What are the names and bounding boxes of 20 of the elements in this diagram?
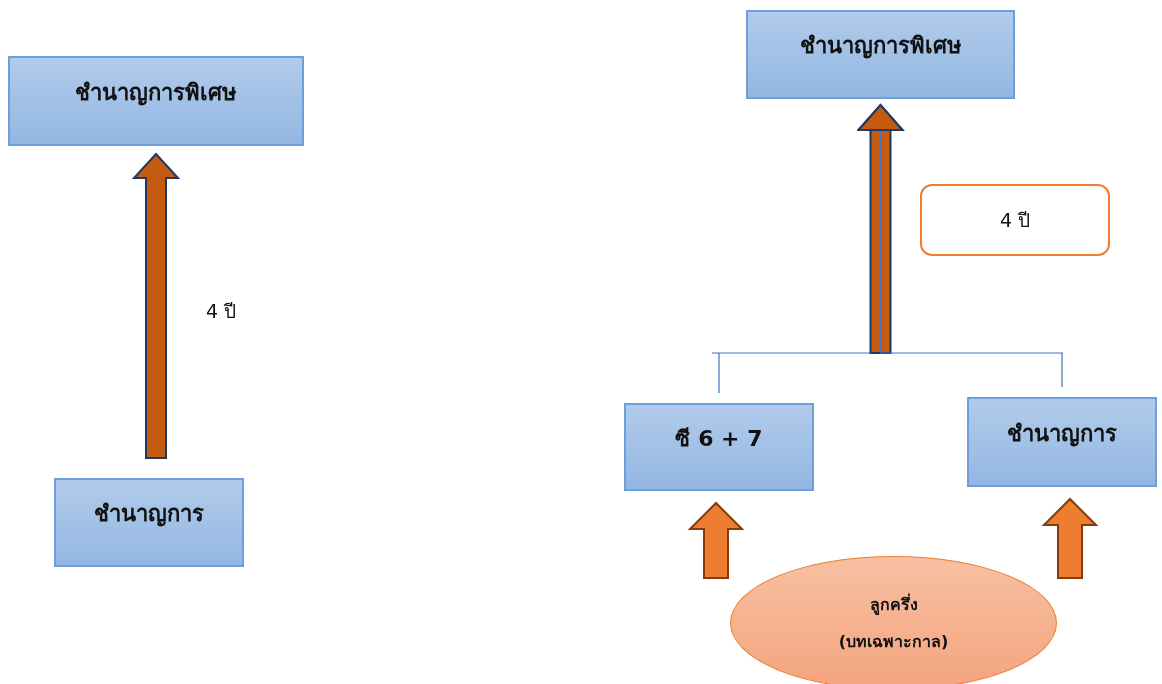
block-arrow xyxy=(869,128,892,354)
rank-box xyxy=(967,397,1157,487)
node-note: (บทเฉพาะกาล) xyxy=(838,631,949,653)
node-label: ซี 6 + 7 xyxy=(675,424,763,453)
duration-box xyxy=(920,184,1110,256)
edge-label: 4 ปี xyxy=(206,299,237,324)
node-label: ชำนาญการพิเศษ xyxy=(75,78,237,108)
rank-box xyxy=(54,478,244,567)
block-arrow xyxy=(1041,497,1099,579)
node-label: ลูกครึ่ง xyxy=(869,592,918,617)
rank-box xyxy=(8,56,304,146)
rank-box xyxy=(624,403,814,491)
node-label: ชำนาญการพิเศษ xyxy=(799,32,962,61)
node-label: ชำนาญการ xyxy=(94,500,204,529)
node-label: ชำนาญการ xyxy=(1007,419,1117,449)
node-label: 4 ปี xyxy=(999,208,1031,233)
block-arrow xyxy=(687,501,745,579)
bracket-line xyxy=(857,104,1064,388)
block-arrow xyxy=(131,152,181,459)
rank-box xyxy=(746,10,1015,99)
